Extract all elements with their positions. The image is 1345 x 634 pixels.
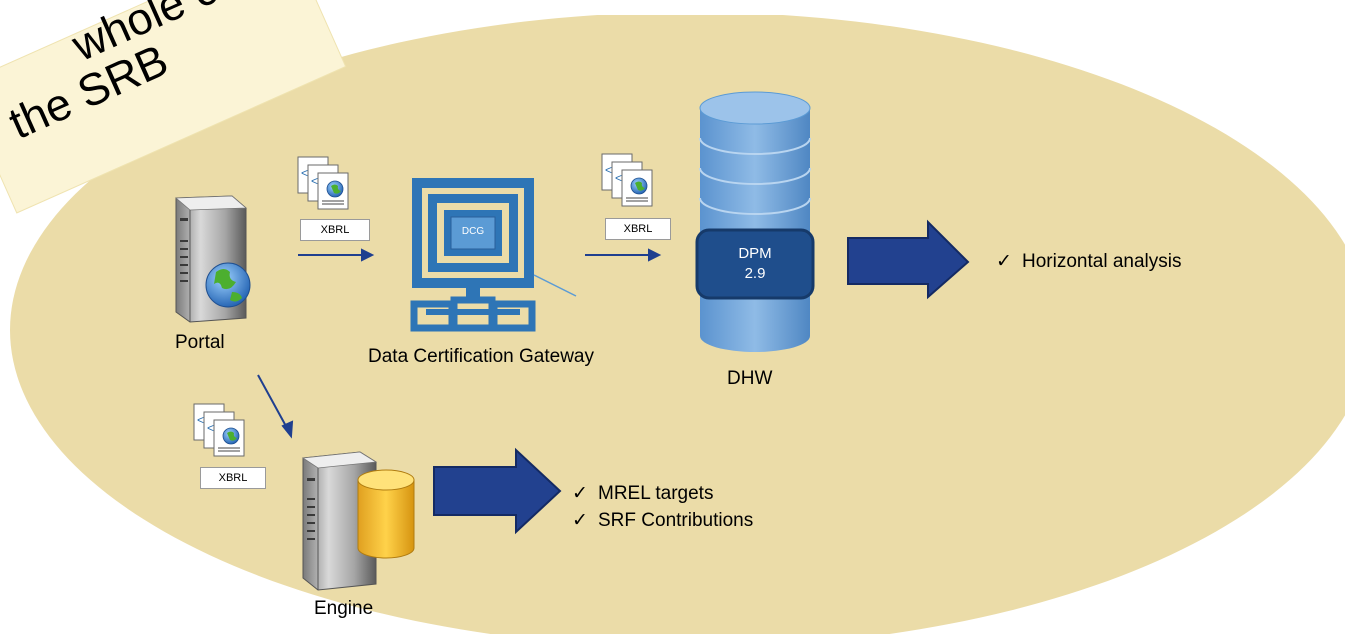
dhw-inner-label-2: 2.9 xyxy=(744,265,766,282)
outcome-item: ✓ MREL targets xyxy=(572,482,713,505)
engine-label: Engine xyxy=(314,598,374,619)
engine-database-icon xyxy=(357,469,415,559)
xbrl-document-icon: < < xyxy=(297,156,349,210)
portal-label: Portal xyxy=(175,332,225,353)
svg-text:<: < xyxy=(301,166,308,180)
svg-text:<: < xyxy=(605,163,612,177)
svg-text:<: < xyxy=(197,413,204,427)
xbrl-document-icon: < < xyxy=(601,153,653,207)
dhw-database-icon xyxy=(695,91,815,352)
sticky-note xyxy=(0,0,347,214)
portal-server-icon xyxy=(174,195,251,323)
dhw-label: DHW xyxy=(727,368,773,389)
svg-text:<: < xyxy=(207,421,214,435)
svg-text:<: < xyxy=(615,171,622,185)
check-icon: ✓ xyxy=(572,483,588,504)
gateway-label: Data Certification Gateway xyxy=(368,346,594,367)
block-arrow-dhw xyxy=(847,219,970,300)
check-icon: ✓ xyxy=(996,251,1012,272)
outcome-item: ✓ Horizontal analysis xyxy=(996,250,1181,273)
outcome-item: ✓ SRF Contributions xyxy=(572,509,753,532)
outcome-label: SRF Contributions xyxy=(598,510,754,531)
block-arrow-engine xyxy=(433,447,562,535)
outcome-label: Horizontal analysis xyxy=(1022,251,1182,272)
outcome-label: MREL targets xyxy=(598,483,714,504)
xbrl-document-icon: < < xyxy=(193,403,245,457)
xbrl-tag: XBRL xyxy=(300,219,370,241)
xbrl-tag: XBRL xyxy=(200,467,266,489)
gateway-screen-label: DCG xyxy=(461,226,485,237)
top-notch xyxy=(557,0,825,15)
connector-arrows xyxy=(257,248,662,439)
svg-text:<: < xyxy=(311,174,318,188)
gateway-monitor-icon xyxy=(410,178,577,332)
dhw-inner-label-1: DPM xyxy=(738,245,772,262)
xbrl-tag: XBRL xyxy=(605,218,671,240)
check-icon: ✓ xyxy=(572,510,588,531)
